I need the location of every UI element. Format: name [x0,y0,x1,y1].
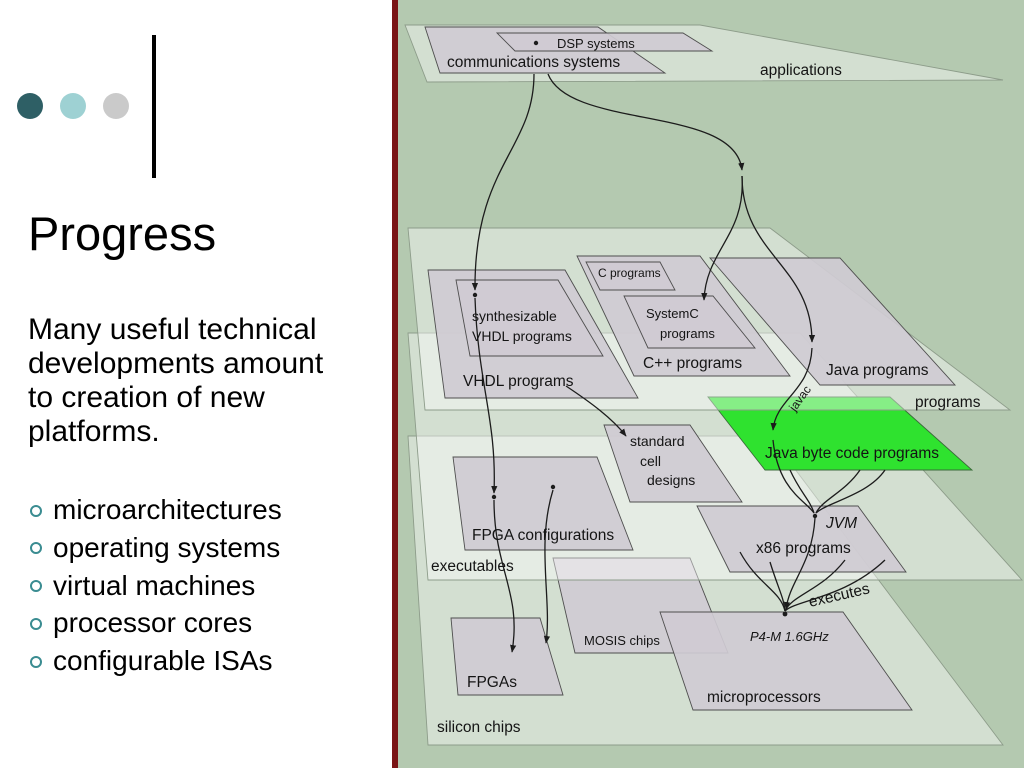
body-line: developments amount [28,347,324,380]
jvm-label: JVM [825,515,857,532]
mosis-chips-label: MOSIS chips [584,633,660,648]
text-panel: Progress Many useful technical developme… [0,0,390,768]
arrow-bytecode-to-jvm [815,469,861,514]
arrow-comms-to-synthesizable-vhdl [471,73,535,291]
x86-programs-box [696,505,907,573]
slide-divider [392,0,398,768]
fpgas-box [450,617,564,696]
bullet-item: operating systems [0,529,385,567]
vhdl-programs-label: VHDL programs [463,373,574,390]
arrow-x86-to-processor [784,559,886,612]
body-line: platforms. [28,415,160,448]
communications-systems-label: communications systems [447,54,620,71]
microprocessors-label: microprocessors [707,689,821,706]
c-programs-box [585,261,676,291]
bullet-item: microarchitectures [0,491,385,529]
platform-layers-diagram: DSP systems communications systems appli… [398,0,1024,768]
arrow-to-systemc [701,175,743,301]
arrow-to-java-programs [741,175,816,343]
arrow-comms-to-software [547,73,745,171]
arrow-fpga-config-to-fpgas-2 [543,489,554,644]
bullet-list: microarchitectures operating systems vir… [0,491,385,680]
java-byte-code-programs-label: Java byte code programs [765,445,939,462]
java-byte-code-programs-box [707,396,974,471]
synthesizable-vhdl-label: synthesizable [472,308,557,324]
bullet-item: configurable ISAs [0,642,385,680]
arrow-bytecode-to-jvm [789,469,815,514]
arrow-bytecode-to-jvm [815,469,886,514]
cpp-programs-label: C++ programs [643,355,742,372]
body-line: to creation of new [28,381,265,414]
silicon-chips-layer-label: silicon chips [437,719,521,736]
arrow-vhdl-to-fpga-config [474,297,498,494]
bullet-item: processor cores [0,604,385,642]
circle-bullet-icon [30,542,42,555]
p4m-processor-label: P4-M 1.6GHz [750,629,829,644]
arrow-x86-to-processor [784,559,846,612]
arrow-bytecode-to-jvm [772,439,815,514]
bullet-text: configurable ISAs [53,645,273,677]
circle-bullet-icon [30,655,42,668]
dsp-systems-box [495,32,714,52]
dsp-systems-label: DSP systems [557,36,635,51]
connector-dot [782,611,788,617]
fpga-configurations-label: FPGA configurations [472,527,614,544]
decor-vertical-rule [152,35,156,178]
decor-dot-light [60,93,86,119]
connector-dot [491,494,497,500]
x86-programs-label: x86 programs [756,540,851,557]
synthesizable-vhdl-box [455,279,604,357]
systemc-programs-label: SystemC [646,306,699,321]
decor-dot-dark [17,93,43,119]
bullet-text: virtual machines [53,569,256,601]
fpgas-label: FPGAs [467,674,517,691]
bullet-text: processor cores [53,607,253,639]
circle-bullet-icon [30,504,42,517]
systemc-programs-label: programs [660,326,715,341]
arrow-javac [770,347,813,431]
bullet-text: microarchitectures [53,494,282,525]
java-programs-box [709,257,957,386]
decor-dot-gray [103,93,129,119]
fpga-configurations-box [452,456,634,551]
body-line: Many useful technical [28,313,317,346]
systemc-programs-box [623,295,756,349]
arrow-vhdl-to-standard-cell [565,385,627,437]
standard-cell-designs-label: cell [640,453,661,469]
circle-bullet-icon [30,617,42,630]
synthesizable-vhdl-label: VHDL programs [472,328,572,344]
arrow-x86-to-processor [769,561,786,612]
connector-dot [533,40,539,46]
microprocessors-box [659,611,913,711]
arrow-jvm-to-processor [783,517,816,610]
standard-cell-designs-label: designs [647,472,695,488]
body-paragraph: Many useful technical developments amoun… [28,313,323,449]
bullet-text: operating systems [53,531,281,563]
standard-cell-designs-box [603,424,743,503]
c-programs-label: C programs [598,266,661,280]
connector-dot [550,484,556,490]
executables-layer-label: executables [431,558,514,575]
connector-dot [812,513,818,519]
circle-bullet-icon [30,580,42,593]
arrow-fpga-config-to-fpgas [493,499,517,653]
arrow-x86-to-processor [739,551,786,612]
programs-layer-label: programs [915,394,981,411]
java-programs-label: Java programs [826,362,929,379]
connector-dot [472,292,478,298]
bullet-item: virtual machines [0,567,385,605]
applications-layer-label: applications [760,62,842,79]
standard-cell-designs-label: standard [630,433,684,449]
slide-title: Progress [28,207,217,260]
